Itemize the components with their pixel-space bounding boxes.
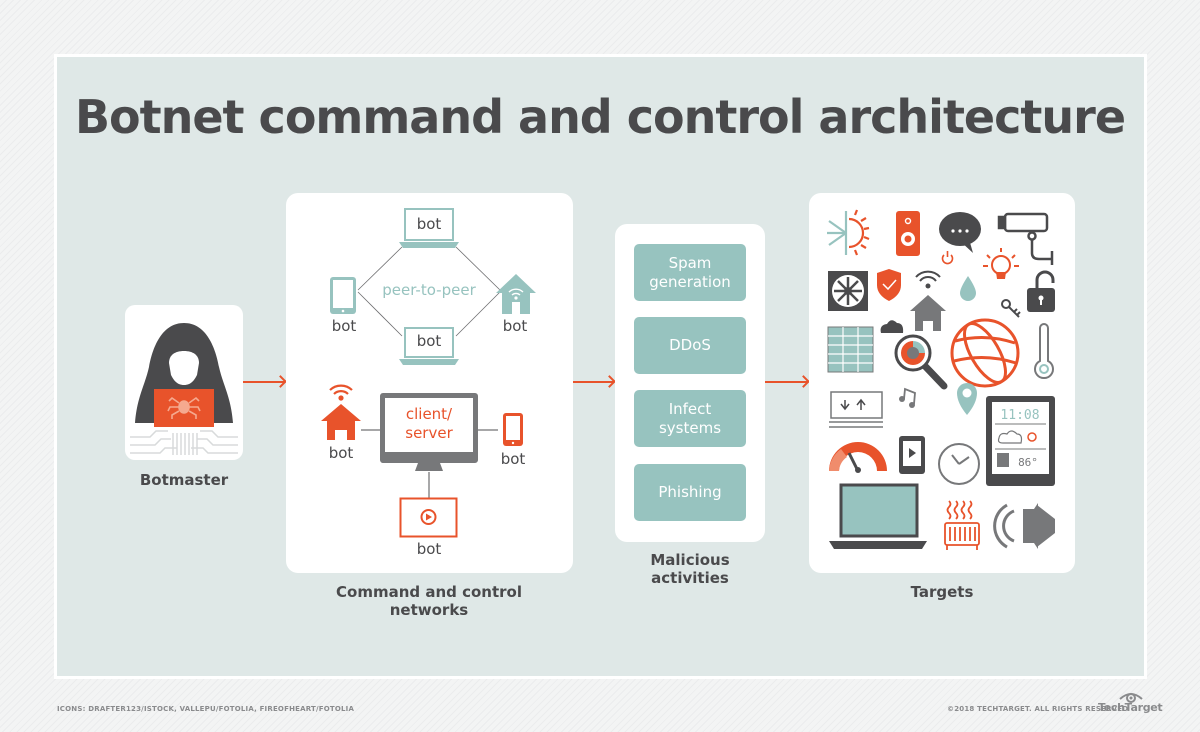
thermometer-icon (1034, 323, 1054, 380)
arrow-botmaster-to-c2 (243, 381, 284, 383)
targets-label: Targets (910, 583, 974, 601)
icon-credits: ICONS: DRAFTER123/ISTOCK, VALLEPU/FOTOLI… (57, 705, 355, 713)
peer-to-peer-label: peer-to-peer (382, 281, 476, 299)
server-monitor-icon (380, 393, 478, 471)
clock-icon (938, 443, 980, 485)
activity-line1: Spam (668, 253, 712, 272)
cs-smart-home-icon (321, 384, 361, 440)
malicious-activities-label: Malicious activities (615, 551, 765, 587)
speaker-icon (896, 211, 920, 256)
cs-bot-label-bottom: bot (416, 540, 442, 558)
security-camera-icon (997, 212, 1054, 265)
activity-line1: Infect (668, 399, 712, 418)
diagram-title: Botnet command and control architecture (74, 90, 1126, 144)
client-server-line2: server (405, 424, 453, 442)
botmaster-card (125, 305, 243, 460)
smart-display-time: 11:08 (1000, 408, 1039, 423)
power-icon (941, 251, 954, 265)
solar-panel-icon (827, 326, 874, 373)
arrow-malicious-to-targets (765, 381, 807, 383)
cs-bot-label-left: bot (328, 444, 354, 462)
techtarget-eye-icon (1119, 693, 1143, 703)
cloud-icon (880, 320, 904, 333)
home-icon (910, 295, 946, 331)
c2-label-line1: Command and control (336, 583, 522, 601)
hooded-hacker-with-laptop-icon (130, 323, 238, 455)
fan-icon (828, 271, 868, 311)
activity-line1: DDoS (669, 336, 711, 354)
globe-icon (950, 318, 1020, 388)
techtarget-logo: TechTarget (1098, 701, 1163, 714)
radiator-icon (944, 500, 980, 550)
activity-line1: Phishing (658, 483, 722, 501)
ac-thermostat-icon (827, 209, 870, 256)
client-server-label: client/ server (385, 405, 473, 443)
smart-display-temp: 86° (1018, 456, 1038, 469)
smartphone-icon (503, 413, 523, 446)
p2p-bot-label-right: bot (502, 317, 528, 335)
speedometer-icon (829, 442, 887, 473)
analytics-magnifier-icon (894, 334, 948, 390)
shield-check-icon (877, 269, 901, 301)
p2p-bot-label-bottom: bot (416, 332, 442, 350)
garage-door-icon (829, 391, 883, 428)
smart-home-icon (496, 274, 536, 314)
chat-bubble-icon (939, 212, 981, 253)
location-pin-icon (957, 383, 977, 415)
c2-networks-label: Command and control networks (300, 583, 558, 619)
activity-line2: systems (658, 418, 722, 437)
botmaster-label: Botmaster (139, 471, 229, 489)
activity-ddos: DDoS (634, 317, 746, 374)
volume-speaker-icon (993, 503, 1055, 549)
p2p-bot-label-left: bot (331, 317, 357, 335)
activity-line2: generation (649, 272, 731, 291)
tablet-icon (330, 277, 356, 314)
p2p-bot-label-top: bot (416, 215, 442, 233)
activity-phishing: Phishing (634, 464, 746, 521)
arrow-c2-to-malicious (573, 381, 613, 383)
p2p-laptop-top-icon (399, 208, 459, 248)
water-drop-icon (960, 276, 976, 301)
tablet-play-icon (899, 436, 925, 474)
light-bulb-icon (983, 248, 1019, 279)
client-server-line1: client/ (405, 405, 453, 423)
targets-icon-grid: 11:08 86° (827, 209, 1055, 550)
smart-display-icon: 11:08 86° (986, 396, 1055, 486)
copyright-notice: ©2018 TECHTARGET. ALL RIGHTS RESERVED (947, 705, 1129, 713)
wifi-icon (915, 270, 941, 282)
malicious-label-line1: Malicious (650, 551, 730, 569)
malicious-label-line2: activities (651, 569, 729, 587)
key-icon (1001, 299, 1021, 318)
music-note-icon (899, 387, 916, 408)
cs-bot-label-right: bot (500, 450, 526, 468)
unlocked-padlock-icon (1027, 270, 1055, 312)
video-player-icon (399, 497, 458, 538)
p2p-laptop-bottom-icon (399, 327, 459, 365)
targets-laptop-icon (829, 483, 927, 549)
c2-label-line2: networks (389, 601, 469, 619)
